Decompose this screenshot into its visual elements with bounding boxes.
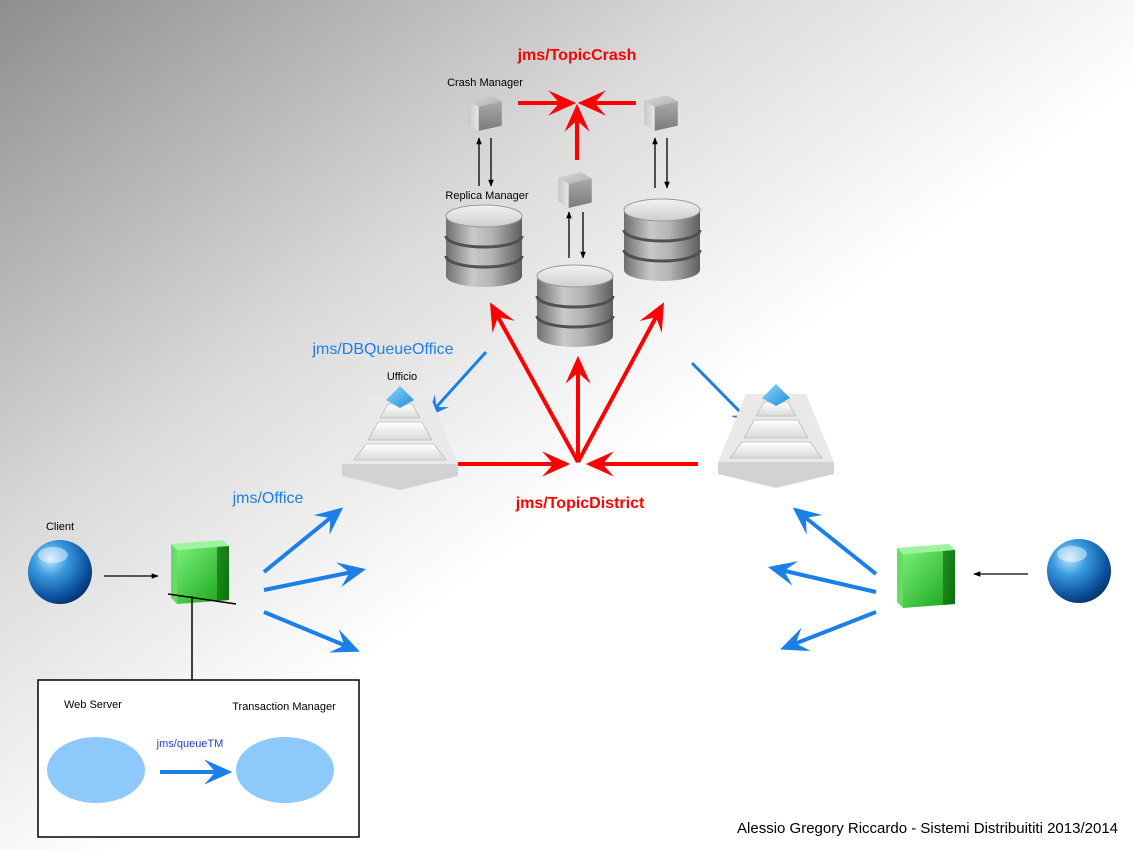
footer-credit: Alessio Gregory Riccardo - Sistemi Distr… (737, 820, 1118, 837)
database-icon (535, 263, 615, 349)
ufficio-label: Ufficio (387, 371, 417, 383)
database-icon (622, 197, 702, 283)
transaction-manager-label: Transaction Manager (232, 701, 336, 713)
district-arrow (489, 302, 580, 463)
topic-crash-label: jms/TopicCrash (517, 47, 637, 64)
replica-manager-label: Replica Manager (445, 190, 528, 202)
transaction-manager-node (236, 737, 334, 803)
green-server-icon (171, 540, 229, 604)
client-label: Client (46, 521, 74, 533)
blue-sphere-icon (28, 540, 92, 604)
db-queue-office-label: jms/DBQueueOffice (311, 341, 453, 358)
district-arrow (576, 302, 664, 463)
blue-sphere-icon (1047, 539, 1111, 603)
web-server-node (47, 737, 145, 803)
queue-tm-label: jms/queueTM (156, 738, 224, 750)
web-server-label: Web Server (64, 699, 122, 711)
office-arrow (262, 507, 344, 574)
topic-district-label: jms/TopicDistrict (515, 495, 645, 512)
office-arrow (263, 562, 367, 592)
db-queue-arrow-left (427, 350, 488, 417)
office-arrow (767, 561, 877, 594)
office-arrow (780, 610, 877, 652)
green-server-icon (897, 544, 955, 608)
server-connector (167, 593, 237, 605)
crash-manager-label: Crash Manager (447, 77, 523, 89)
gray-cube-icon (558, 172, 592, 208)
database-icon (444, 204, 524, 288)
gray-cube-icon (468, 95, 502, 131)
gray-cube-icon (644, 95, 678, 131)
office-arrow (792, 507, 878, 576)
jms-office-label: jms/Office (232, 490, 304, 507)
office-arrow (263, 610, 360, 653)
